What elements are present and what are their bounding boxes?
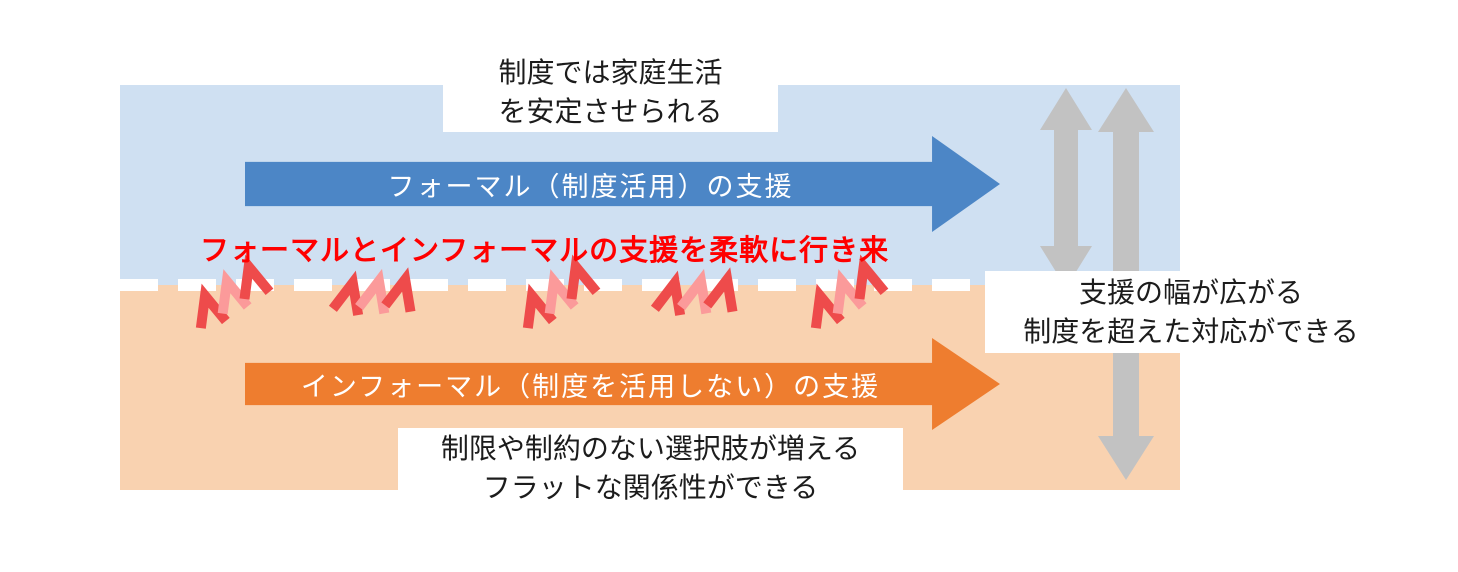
right-caption-line2: 制度を超えた対応ができる (1023, 315, 1359, 348)
exchange-emphasis-text: フォーマルとインフォーマルの支援を柔軟に行き来 (200, 233, 890, 267)
exchange-chevrons-icon (195, 254, 889, 329)
top-caption-line2: を安定させられる (498, 95, 723, 128)
updown-arrow-icon-left (1040, 88, 1092, 288)
top-caption: 制度では家庭生活 を安定させられる (443, 52, 778, 132)
right-caption: 支援の幅が広がる 制度を超えた対応ができる (985, 271, 1397, 353)
right-caption-line1: 支援の幅が広がる (1078, 276, 1303, 309)
informal-arrow-label: インフォーマル（制度を活用しない）の支援 (300, 371, 881, 403)
formal-arrow-label: フォーマル（制度活用）の支援 (387, 171, 794, 203)
bottom-caption-line2: フラットな関係性ができる (482, 471, 819, 504)
bottom-caption: 制限や制約のない選択肢が増える フラットな関係性ができる (398, 428, 903, 508)
top-caption-line1: 制度では家庭生活 (498, 56, 723, 89)
bottom-caption-line1: 制限や制約のない選択肢が増える (440, 432, 861, 465)
